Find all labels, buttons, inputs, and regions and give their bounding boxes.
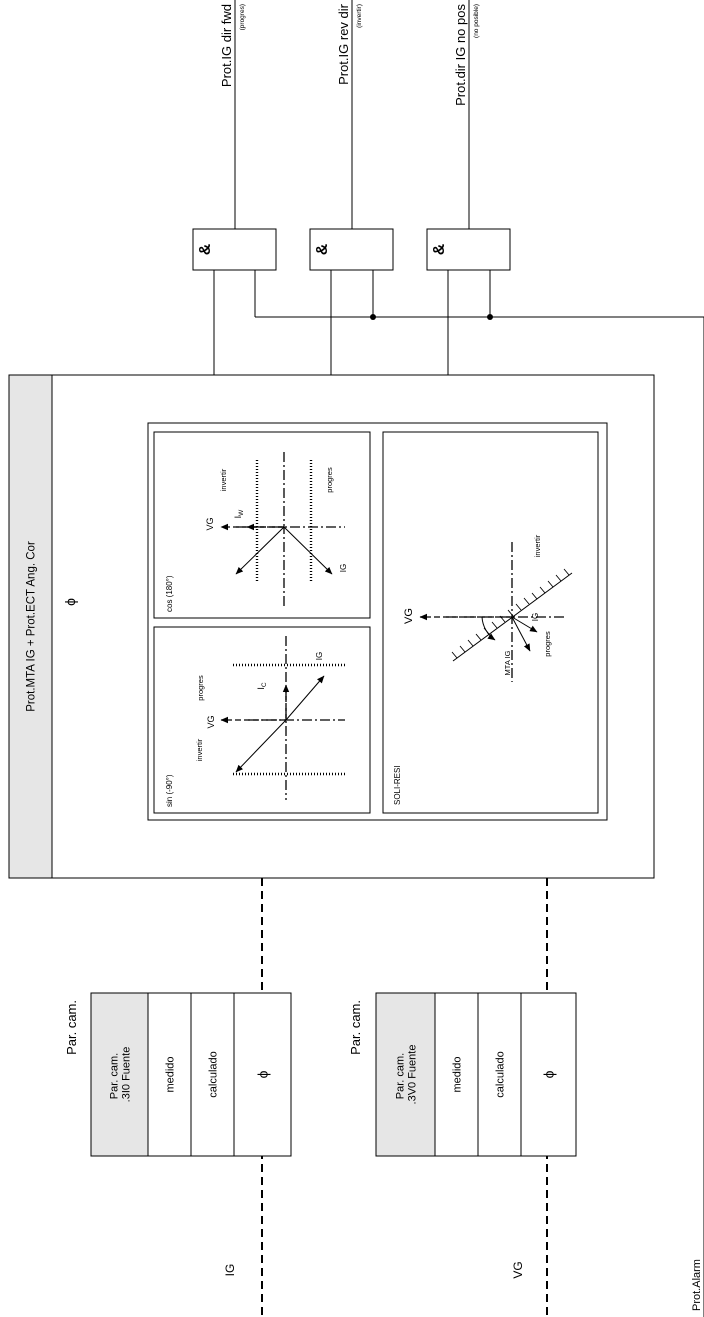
sin-panel-ig: IG xyxy=(315,652,324,660)
vg-source-title-line1: Par. cam. xyxy=(395,1053,407,1099)
ig-option-medido: medido xyxy=(165,1056,177,1092)
ig-signal-label: IG xyxy=(223,1264,237,1277)
main-block-title: Prot.MTA IG + Prot.ECT Ang. Cor xyxy=(26,541,38,712)
ig-source-title: Par. cam. .3I0 Fuente xyxy=(109,1047,133,1103)
cos-panel-vg: VG xyxy=(205,517,215,530)
vg-source-title-line2: .3V0 Fuente xyxy=(407,1045,419,1105)
ig-source-header: Par. cam. xyxy=(64,1000,79,1055)
cos-panel-iw-main: I xyxy=(233,516,243,519)
ig-option-phi: ϕ xyxy=(255,1070,271,1078)
and-gate-fwd-symbol: & xyxy=(197,243,214,255)
characteristics-frame xyxy=(147,422,608,821)
ig-source-title-line2: .3I0 Fuente xyxy=(121,1047,133,1103)
soli-panel-title: SOLI-RESI xyxy=(393,765,402,805)
cos-panel-invertir: invertir xyxy=(219,468,228,491)
output-nopos: Prot.dir IG no pos (no posible) xyxy=(453,0,480,229)
sin-panel-invertir: invertir xyxy=(195,738,204,761)
vg-source-title: Par. cam. .3V0 Fuente xyxy=(395,1045,419,1105)
junction-dot xyxy=(370,314,376,320)
output-rev: Prot.IG rev dir (invertir) xyxy=(336,0,363,229)
soli-panel-vg: VG xyxy=(403,608,415,624)
cos-panel-ig: IG xyxy=(339,564,348,572)
soli-panel: SOLI-RESI invertir progres VG MTA IG IG xyxy=(382,431,599,814)
and-gate-rev: & xyxy=(309,228,394,271)
sin-panel-title: sin (-90°) xyxy=(165,774,174,807)
sin-panel-vg: VG xyxy=(206,715,216,728)
output-rev-note: (invertir) xyxy=(356,4,363,28)
alarm-bus xyxy=(254,270,704,320)
output-nopos-label: Prot.dir IG no pos xyxy=(453,4,468,106)
cos-panel-progres: progres xyxy=(325,467,334,493)
and-gate-nopos: & xyxy=(426,228,511,271)
and-gate-rev-symbol: & xyxy=(314,243,331,255)
cos-panel-title: cos (180°) xyxy=(165,575,174,612)
output-fwd-note: (progres) xyxy=(239,4,246,30)
soli-panel-mta: MTA IG xyxy=(503,650,512,675)
cos-panel-iw-sub: W xyxy=(238,509,245,516)
cos-panel-iw: IW xyxy=(233,509,245,519)
output-nopos-note: (no posible) xyxy=(473,4,480,38)
alarm-input: Prot.Alarm xyxy=(691,317,704,1317)
signal-lines xyxy=(261,878,548,1317)
ig-source-block: Par. cam. Par. cam. .3I0 Fuente medido c… xyxy=(64,992,292,1277)
soli-panel-progres: progres xyxy=(543,631,552,657)
vg-source-block: Par. cam. Par. cam. .3V0 Fuente medido c… xyxy=(348,992,577,1279)
soli-panel-ig: IG xyxy=(531,613,540,621)
alarm-signal-label: Prot.Alarm xyxy=(691,1259,703,1311)
soli-panel-invertir: invertir xyxy=(533,534,542,557)
sin-panel-ic-sub: C xyxy=(261,682,268,687)
sin-panel-ic-main: I xyxy=(256,687,266,690)
and-gate-nopos-symbol: & xyxy=(431,243,448,255)
sin-panel-progres: progres xyxy=(196,675,205,701)
vg-option-phi: ϕ xyxy=(541,1070,557,1078)
main-block-phi: ϕ xyxy=(62,598,78,606)
output-fwd-label: Prot.IG dir fwd xyxy=(219,4,234,87)
sin-panel: sin (-90°) invertir progres VG IG IC xyxy=(153,626,371,814)
and-gate-fwd: & xyxy=(192,228,277,271)
vg-option-medido: medido xyxy=(452,1056,464,1092)
junction-dot xyxy=(487,314,493,320)
ig-option-calculado: calculado xyxy=(208,1051,220,1097)
vg-option-calculado: calculado xyxy=(495,1051,507,1097)
output-rev-label: Prot.IG rev dir xyxy=(336,3,351,85)
cos-panel: cos (180°) invertir progres VG IG IW xyxy=(153,431,371,619)
sin-panel-ic: IC xyxy=(256,682,268,690)
vg-source-header: Par. cam. xyxy=(348,1000,363,1055)
gate-input-wires xyxy=(213,270,449,375)
ig-source-title-line1: Par. cam. xyxy=(109,1053,121,1099)
vg-signal-label: VG xyxy=(511,1261,525,1278)
output-fwd: Prot.IG dir fwd (progres) xyxy=(219,0,246,229)
